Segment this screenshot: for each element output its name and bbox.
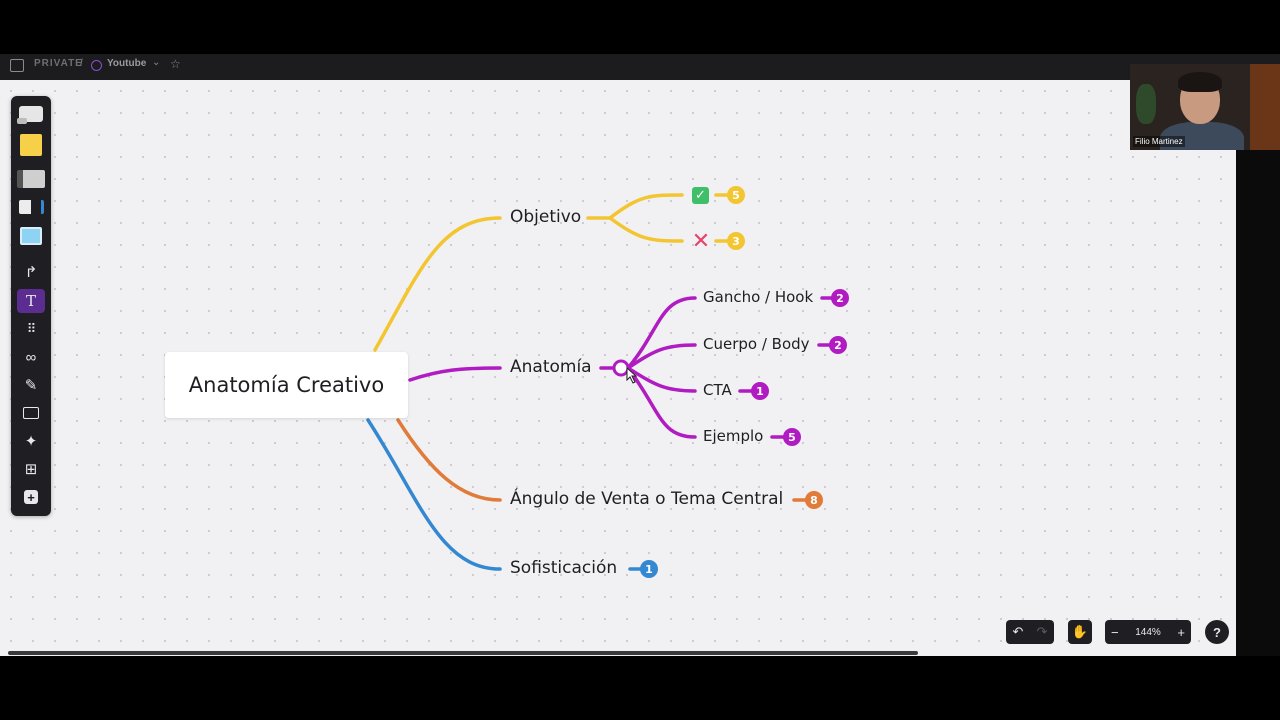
zoom-out-button[interactable]: − (1111, 624, 1119, 640)
grid-icon: ⠿ (26, 321, 36, 336)
connector-card-icon (18, 200, 44, 214)
top-bar: PRIVATE / Youtube ⌄ ☆ (0, 0, 1280, 82)
right-panel-edge (1236, 80, 1280, 656)
sticky-note-icon (20, 134, 42, 156)
webcam-person-body (1160, 122, 1244, 150)
node-ejemplo[interactable]: Ejemplo (703, 427, 764, 445)
templates-tool[interactable] (17, 102, 45, 126)
horizontal-scrollbar[interactable] (8, 651, 918, 655)
count-badge[interactable]: 2 (829, 336, 847, 354)
tools-toolbar: ↱ T ⠿ ∞ ✎ ✦ ⊞ + (11, 96, 51, 516)
connector-angulo (396, 418, 502, 502)
star-icon[interactable]: ☆ (170, 57, 181, 71)
sidebar-toggle-icon[interactable] (10, 59, 24, 72)
folder-tool[interactable] (17, 401, 45, 425)
history-controls: ↶ ↷ (1006, 620, 1054, 644)
breadcrumb-board[interactable]: Youtube (107, 58, 147, 69)
frame-tool[interactable] (17, 224, 45, 248)
connector-objetivo (373, 216, 502, 352)
zoom-level[interactable]: 144% (1135, 626, 1161, 638)
templates-icon (17, 106, 43, 124)
connector-objetivo-cross (608, 216, 684, 243)
webcam-background (1250, 64, 1280, 150)
hand-tool-button[interactable]: ✋ (1068, 620, 1092, 644)
node-anatomia[interactable]: Anatomía (510, 357, 592, 377)
count-badge[interactable]: 1 (640, 560, 658, 578)
count-badge[interactable]: 5 (727, 186, 745, 204)
layout-tool[interactable]: ⊞ (17, 457, 45, 481)
count-badge[interactable]: 5 (783, 428, 801, 446)
grid-tool[interactable]: ⠿ (17, 317, 45, 341)
text-tool[interactable]: T (17, 289, 45, 313)
shapes-icon (17, 170, 45, 188)
zoom-in-button[interactable]: + (1177, 624, 1185, 640)
link-icon: ∞ (25, 348, 37, 366)
connector-objetivo-check (608, 193, 684, 220)
bottom-letterbox (0, 656, 1280, 720)
node-sofisticacion[interactable]: Sofisticación (510, 558, 618, 578)
cursor-pointer-icon (626, 366, 638, 384)
help-button[interactable]: ? (1205, 620, 1229, 644)
hand-icon: ✋ (1071, 624, 1089, 639)
connector-tool[interactable] (17, 195, 45, 219)
connector-gancho (626, 296, 697, 370)
collapse-handle-anatomia (612, 359, 630, 377)
node-cuerpo-body[interactable]: Cuerpo / Body (703, 335, 810, 353)
text-icon: T (25, 292, 36, 310)
add-tool[interactable]: + (17, 485, 45, 509)
count-badge[interactable]: 3 (727, 232, 745, 250)
webcam-overlay: Filio Martinez (1130, 64, 1280, 150)
count-badge[interactable]: 8 (805, 491, 823, 509)
arrow-icon: ↱ (24, 264, 38, 281)
pen-tool[interactable]: ✎ (17, 373, 45, 397)
arrow-tool[interactable]: ↱ (17, 260, 45, 284)
participant-name: Filio Martinez (1133, 136, 1185, 147)
breadcrumb-section[interactable]: PRIVATE (34, 58, 83, 69)
connector-cta (626, 366, 697, 393)
board-header (0, 54, 1280, 80)
node-gancho-hook[interactable]: Gancho / Hook (703, 288, 814, 306)
layout-icon: ⊞ (24, 461, 38, 478)
folder-icon (23, 407, 39, 419)
connector-cuerpo (626, 343, 697, 370)
pen-icon: ✎ (24, 377, 38, 394)
count-badge[interactable]: 2 (831, 289, 849, 307)
check-icon[interactable]: ✓ (692, 187, 709, 204)
shapes-tool[interactable] (17, 167, 45, 191)
cross-icon[interactable]: ✕ (691, 228, 711, 254)
count-badge[interactable]: 1 (751, 382, 769, 400)
connector-sofisticacion (366, 418, 502, 571)
frame-icon (20, 227, 42, 245)
node-objetivo[interactable]: Objetivo (510, 207, 582, 227)
undo-icon[interactable]: ↶ (1012, 624, 1024, 639)
ai-tool[interactable]: ✦ (17, 429, 45, 453)
breadcrumb-separator: / (80, 58, 84, 69)
redo-icon[interactable]: ↷ (1036, 624, 1048, 639)
node-angulo-de-venta[interactable]: Ángulo de Venta o Tema Central (510, 489, 784, 509)
plus-square-icon: + (24, 490, 38, 505)
zoom-controls: − 144% + (1105, 620, 1191, 644)
node-cta[interactable]: CTA (703, 381, 732, 399)
webcam-plant (1136, 84, 1156, 124)
board-icon (91, 60, 102, 71)
webcam-person-hair (1178, 72, 1222, 92)
sparkle-icon: ✦ (24, 433, 38, 450)
connector-ejemplo (626, 366, 697, 439)
root-node[interactable]: Anatomía Creativo (165, 352, 408, 418)
chevron-down-icon[interactable]: ⌄ (152, 57, 161, 68)
sticky-note-tool[interactable] (17, 133, 45, 157)
link-tool[interactable]: ∞ (17, 345, 45, 369)
connector-anatomia (408, 366, 502, 382)
